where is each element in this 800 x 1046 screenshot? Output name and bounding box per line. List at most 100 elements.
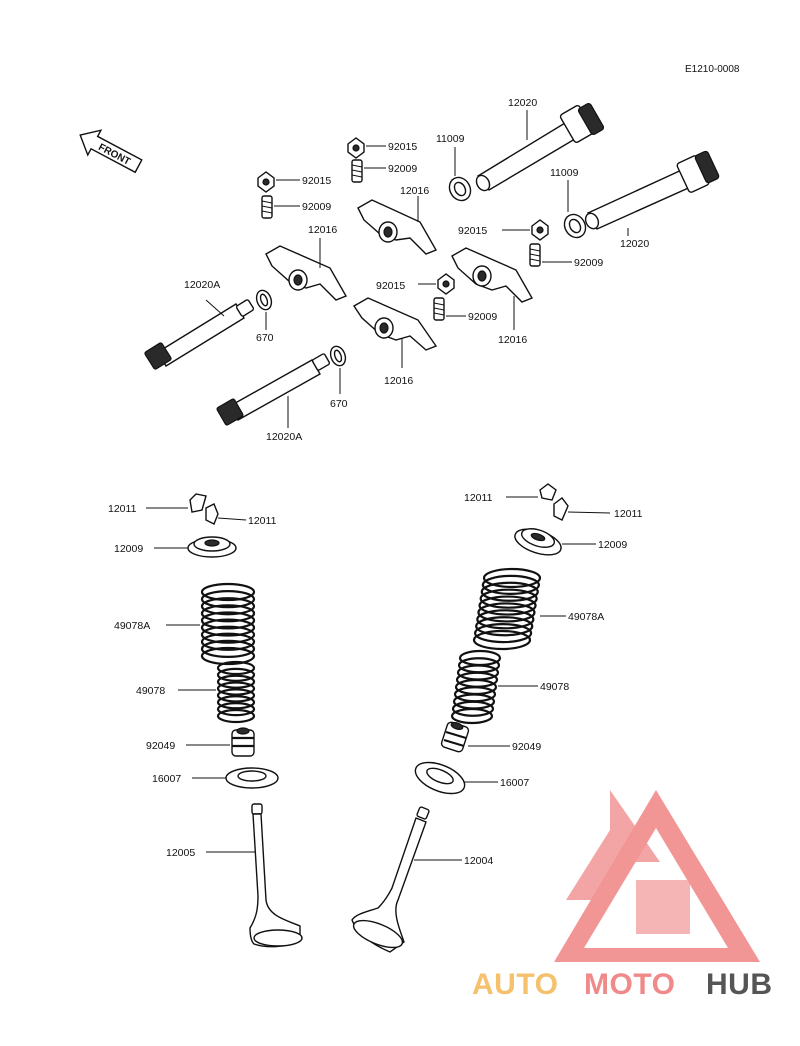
label-92015-c: 92015 xyxy=(458,225,487,237)
spring-coil xyxy=(200,604,256,623)
inner-spring-49078-left xyxy=(216,660,256,724)
spring-coil xyxy=(200,618,256,637)
stem-seal-92049-left xyxy=(231,727,255,757)
label-92015-a: 92015 xyxy=(388,141,417,153)
automotohub-logo-icon xyxy=(554,790,760,962)
label-12011-left-a: 12011 xyxy=(108,503,137,515)
screw-92009-c xyxy=(529,243,541,267)
rocker-shaft-12020-upper xyxy=(475,103,605,192)
label-12016-a: 12016 xyxy=(400,185,429,197)
diagram-reference-code: E1210-0008 xyxy=(685,64,740,75)
spring-coil xyxy=(200,582,256,602)
label-49078A-right: 49078A xyxy=(568,611,604,623)
label-92049-right: 92049 xyxy=(512,741,541,753)
label-49078A-left: 49078A xyxy=(114,620,150,632)
label-12004: 12004 xyxy=(464,855,493,867)
spring-coil xyxy=(478,595,537,616)
watermark-hub: HUB xyxy=(706,968,773,1001)
spring-coil xyxy=(216,688,256,703)
spring-coil xyxy=(200,625,256,644)
label-12011-right-a: 12011 xyxy=(464,492,493,504)
spring-coil xyxy=(475,616,534,637)
nut-92015-c xyxy=(531,219,549,241)
label-16007-right: 16007 xyxy=(500,777,529,789)
spring-seat-16007-left xyxy=(225,767,279,789)
label-92009-c: 92009 xyxy=(574,257,603,269)
spring-coil xyxy=(482,567,542,589)
valve-12004-intake xyxy=(351,806,430,953)
watermark-moto: MOTO xyxy=(584,968,675,1001)
label-670-upper: 670 xyxy=(256,332,274,344)
label-49078-left: 49078 xyxy=(136,685,165,697)
label-16007-left: 16007 xyxy=(152,773,181,785)
label-11009-b: 11009 xyxy=(550,167,579,179)
o-ring-670-upper xyxy=(255,289,273,311)
rocker-arm-12016-c xyxy=(451,247,534,303)
label-92009-d: 92009 xyxy=(468,311,497,323)
label-12009-right: 12009 xyxy=(598,539,627,551)
cotter-right xyxy=(539,483,569,521)
stem-seal-92049-right xyxy=(440,721,470,753)
rocker-shaft-12020-lower xyxy=(584,150,720,230)
washer-11009-b xyxy=(563,213,587,239)
rocker-arm-12016-a xyxy=(357,199,438,255)
spring-coil xyxy=(200,646,256,666)
spring-coil xyxy=(479,588,538,609)
outer-spring-49078A-right xyxy=(472,567,542,651)
spring-seat-16007-right xyxy=(414,761,466,795)
spring-coil xyxy=(216,681,256,696)
spring-coil xyxy=(450,707,494,725)
label-12016-d: 12016 xyxy=(384,375,413,387)
label-12020-upper: 12020 xyxy=(508,97,537,109)
retainer-12009-left xyxy=(187,536,237,558)
screw-92009-b xyxy=(261,195,273,219)
nut-92015-b xyxy=(257,171,275,193)
nut-92015-d xyxy=(437,273,455,295)
label-11009-a: 11009 xyxy=(436,133,465,145)
label-12020A-lower: 12020A xyxy=(266,431,302,443)
spring-coil xyxy=(451,700,495,717)
spring-coil xyxy=(216,708,256,724)
screw-92009-d xyxy=(433,297,445,321)
rocker-shaft-12020A-upper xyxy=(144,299,255,370)
label-12020A-upper: 12020A xyxy=(184,279,220,291)
valve-12005-exhaust xyxy=(249,803,303,948)
label-92009-b: 92009 xyxy=(302,201,331,213)
label-12020-lower: 12020 xyxy=(620,238,649,250)
front-arrow-icon: FRONT xyxy=(79,129,143,174)
spring-coil xyxy=(200,590,256,609)
spring-coil xyxy=(216,667,256,682)
inner-spring-49078-right xyxy=(450,649,502,725)
outer-spring-49078A-left xyxy=(200,582,256,666)
spring-coil xyxy=(200,597,256,616)
label-12011-right-b: 12011 xyxy=(614,508,643,520)
spring-coil xyxy=(200,632,256,651)
washer-11009-a xyxy=(448,176,472,202)
spring-coil xyxy=(216,674,256,689)
label-12005: 12005 xyxy=(166,847,195,859)
label-92015-d: 92015 xyxy=(376,280,405,292)
spring-coil xyxy=(200,639,256,658)
watermark-auto: AUTO xyxy=(472,968,558,1001)
screw-92009-a xyxy=(351,159,363,183)
rocker-arm-12016-d xyxy=(353,297,438,351)
rocker-shaft-12020A-lower xyxy=(216,353,331,426)
label-12011-left-b: 12011 xyxy=(248,515,277,527)
label-12016-c: 12016 xyxy=(498,334,527,346)
spring-coil xyxy=(477,602,536,623)
cotter-left xyxy=(189,493,219,525)
label-670-lower: 670 xyxy=(330,398,348,410)
spring-coil xyxy=(216,702,256,717)
label-92009-a: 92009 xyxy=(388,163,417,175)
spring-coil xyxy=(481,574,540,595)
label-12016-b: 12016 xyxy=(308,224,337,236)
rocker-arm-12016-b xyxy=(265,245,348,301)
label-92015-b: 92015 xyxy=(302,175,331,187)
spring-coil xyxy=(200,611,256,630)
spring-coil xyxy=(216,660,256,676)
spring-coil xyxy=(480,581,539,602)
spring-coil xyxy=(476,609,535,630)
nut-92015-a xyxy=(347,137,365,159)
spring-coil xyxy=(216,695,256,710)
